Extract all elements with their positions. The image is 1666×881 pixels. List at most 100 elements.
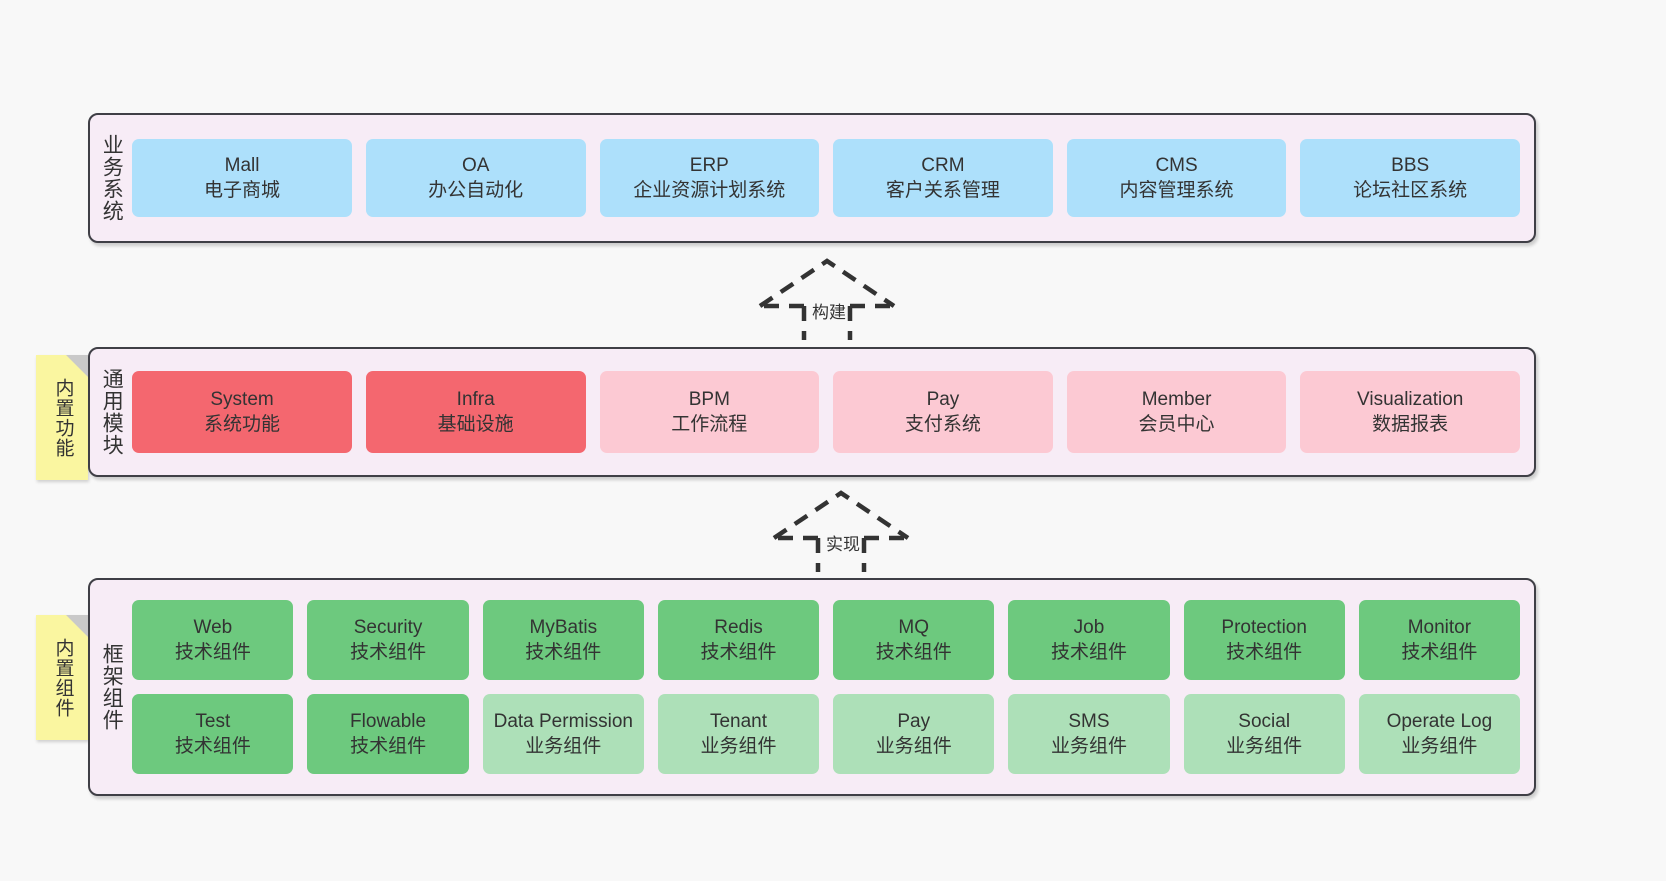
card-title: Data Permission <box>493 710 633 732</box>
card-title: Monitor <box>1407 616 1472 638</box>
card-title: Test <box>195 710 231 732</box>
card-title: Flowable <box>350 710 427 732</box>
card-title: BBS <box>1391 154 1430 176</box>
card-monitor[interactable]: Monitor 技术组件 <box>1358 600 1520 680</box>
card-bpm[interactable]: BPM 工作流程 <box>599 371 820 453</box>
layer-title-common-modules: 通用模块 <box>100 368 124 456</box>
layer-common-modules: 通用模块 System 系统功能 Infra 基础设施 BPM 工作流程 Pay… <box>88 347 1536 477</box>
card-title: System <box>210 388 274 410</box>
connector-build: 构建 <box>757 258 897 340</box>
card-title: Redis <box>714 616 763 638</box>
card-redis[interactable]: Redis 技术组件 <box>657 600 820 680</box>
card-title: BPM <box>688 388 730 410</box>
card-title: Social <box>1238 710 1291 732</box>
card-row: Test 技术组件 Flowable 技术组件 Data Permission … <box>132 694 1520 774</box>
card-subtitle: 技术组件 <box>350 642 427 663</box>
card-title: Protection <box>1221 616 1307 638</box>
layer-body-business-system: Mall 电子商城 OA 办公自动化 ERP 企业资源计划系统 CRM 客户关系… <box>128 115 1534 241</box>
card-visualization[interactable]: Visualization 数据报表 <box>1300 371 1520 453</box>
card-subtitle: 办公自动化 <box>428 180 524 201</box>
note-fold-icon <box>66 615 88 637</box>
card-title: Visualization <box>1357 388 1464 410</box>
card-title: Mall <box>224 154 260 176</box>
card-title: MQ <box>898 616 930 638</box>
card-mall[interactable]: Mall 电子商城 <box>132 139 352 217</box>
card-operate-log[interactable]: Operate Log 业务组件 <box>1358 694 1520 774</box>
card-subtitle: 业务组件 <box>1050 736 1127 757</box>
card-security[interactable]: Security 技术组件 <box>307 600 469 680</box>
card-bbs[interactable]: BBS 论坛社区系统 <box>1300 139 1520 217</box>
card-subtitle: 业务组件 <box>1226 736 1303 757</box>
card-subtitle: 技术组件 <box>1050 642 1127 663</box>
card-protection[interactable]: Protection 技术组件 <box>1183 600 1345 680</box>
card-subtitle: 业务组件 <box>875 736 952 757</box>
card-title: Pay <box>926 388 960 410</box>
card-title: Pay <box>897 710 931 732</box>
sticky-note-builtin-components: 内置组件 <box>36 615 88 740</box>
layer-framework-components: 框架组件 Web 技术组件 Security 技术组件 MyBatis 技术组件… <box>88 578 1536 796</box>
card-job[interactable]: Job 技术组件 <box>1008 600 1170 680</box>
layer-title-business-system: 业务系统 <box>100 134 124 222</box>
card-subtitle: 业务组件 <box>525 736 602 757</box>
card-subtitle: 基础设施 <box>437 414 514 435</box>
card-infra[interactable]: Infra 基础设施 <box>365 371 586 453</box>
connector-implement: 实现 <box>771 490 911 572</box>
card-title: Tenant <box>709 710 768 732</box>
card-title: OA <box>461 154 490 176</box>
card-title: Operate Log <box>1386 710 1493 732</box>
card-pay-component[interactable]: Pay 业务组件 <box>833 694 995 774</box>
card-subtitle: 企业资源计划系统 <box>633 180 786 201</box>
card-row: Mall 电子商城 OA 办公自动化 ERP 企业资源计划系统 CRM 客户关系… <box>132 139 1520 217</box>
card-cms[interactable]: CMS 内容管理系统 <box>1066 139 1287 217</box>
card-subtitle: 系统功能 <box>204 414 281 435</box>
card-row: System 系统功能 Infra 基础设施 BPM 工作流程 Pay 支付系统… <box>132 371 1520 453</box>
card-title: Web <box>193 616 233 638</box>
layer-body-framework-components: Web 技术组件 Security 技术组件 MyBatis 技术组件 Redi… <box>128 580 1534 794</box>
card-subtitle: 技术组件 <box>525 642 602 663</box>
card-title: CMS <box>1155 154 1198 176</box>
card-subtitle: 数据报表 <box>1372 414 1449 435</box>
card-title: CRM <box>921 154 965 176</box>
card-test[interactable]: Test 技术组件 <box>132 694 294 774</box>
card-subtitle: 工作流程 <box>671 414 748 435</box>
card-mybatis[interactable]: MyBatis 技术组件 <box>482 600 644 680</box>
sticky-note-label: 内置功能 <box>52 377 74 458</box>
card-erp[interactable]: ERP 企业资源计划系统 <box>599 139 820 217</box>
card-subtitle: 业务组件 <box>1401 736 1478 757</box>
card-pay[interactable]: Pay 支付系统 <box>833 371 1053 453</box>
card-system[interactable]: System 系统功能 <box>132 371 352 453</box>
card-subtitle: 内容管理系统 <box>1119 180 1234 201</box>
card-subtitle: 技术组件 <box>1226 642 1303 663</box>
connector-build-label: 构建 <box>812 303 846 322</box>
card-oa[interactable]: OA 办公自动化 <box>365 139 586 217</box>
note-fold-icon <box>66 355 88 377</box>
card-subtitle: 技术组件 <box>875 642 952 663</box>
card-subtitle: 会员中心 <box>1138 414 1215 435</box>
card-social[interactable]: Social 业务组件 <box>1183 694 1345 774</box>
card-web[interactable]: Web 技术组件 <box>132 600 294 680</box>
card-crm[interactable]: CRM 客户关系管理 <box>833 139 1053 217</box>
card-flowable[interactable]: Flowable 技术组件 <box>307 694 469 774</box>
card-title: Job <box>1073 616 1105 638</box>
layer-business-system: 业务系统 Mall 电子商城 OA 办公自动化 ERP 企业资源计划系统 CRM… <box>88 113 1536 243</box>
card-subtitle: 客户关系管理 <box>885 180 1000 201</box>
layer-title-framework-components: 框架组件 <box>100 643 124 731</box>
card-subtitle: 业务组件 <box>700 736 777 757</box>
card-tenant[interactable]: Tenant 业务组件 <box>657 694 820 774</box>
layer-body-common-modules: System 系统功能 Infra 基础设施 BPM 工作流程 Pay 支付系统… <box>128 349 1534 475</box>
card-member[interactable]: Member 会员中心 <box>1066 371 1287 453</box>
connector-implement-label: 实现 <box>826 535 860 554</box>
card-subtitle: 技术组件 <box>174 736 251 757</box>
card-title: MyBatis <box>529 616 598 638</box>
card-mq[interactable]: MQ 技术组件 <box>833 600 995 680</box>
sticky-note-builtin-features: 内置功能 <box>36 355 88 480</box>
card-subtitle: 论坛社区系统 <box>1353 180 1468 201</box>
card-sms[interactable]: SMS 业务组件 <box>1008 694 1170 774</box>
card-data-permission[interactable]: Data Permission 业务组件 <box>482 694 644 774</box>
connector-implement-arrow <box>772 490 910 572</box>
card-subtitle: 技术组件 <box>174 642 251 663</box>
card-title: ERP <box>689 154 729 176</box>
card-subtitle: 技术组件 <box>700 642 777 663</box>
card-subtitle: 支付系统 <box>904 414 981 435</box>
